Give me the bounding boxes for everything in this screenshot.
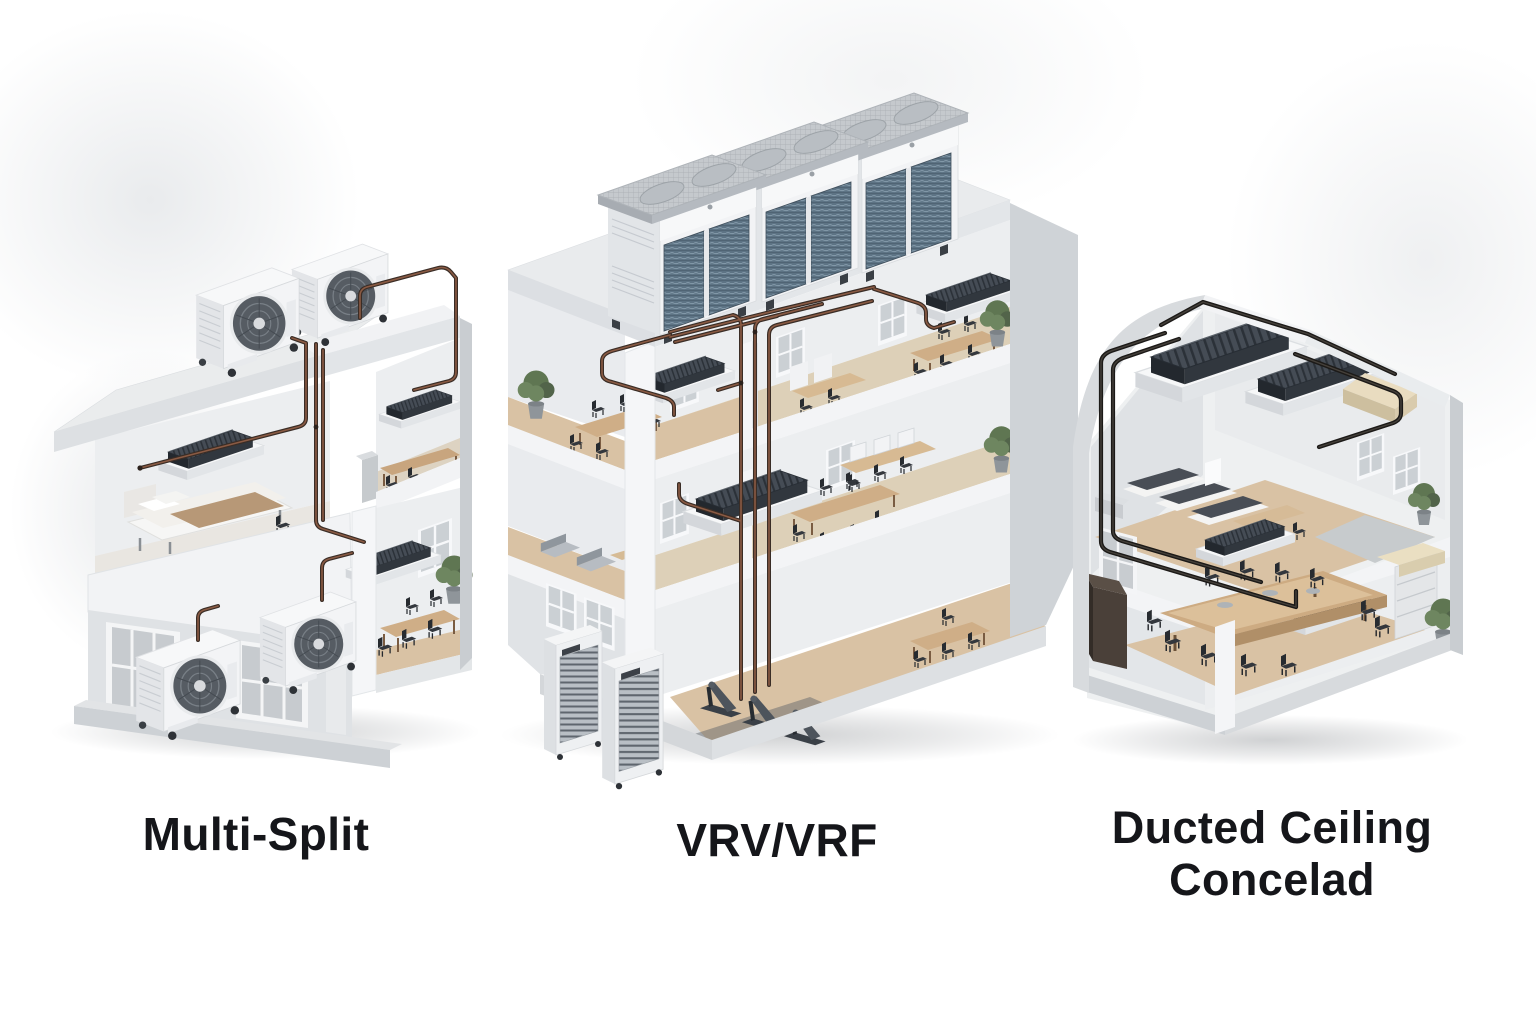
label-ducted-ceiling-concelad: Ducted Ceiling Concelad — [1082, 802, 1462, 906]
table — [1233, 505, 1305, 529]
floor-slab — [376, 458, 460, 512]
corner-pillar — [351, 505, 377, 697]
dining-table — [380, 610, 460, 637]
bed — [126, 482, 294, 554]
floor-cabinet-unit — [543, 624, 603, 761]
top-floor — [508, 220, 1023, 470]
vrf-outdoor-unit — [597, 154, 767, 345]
dining-table — [910, 622, 990, 650]
left-wall — [1073, 295, 1205, 693]
lower-floor — [1085, 492, 1463, 710]
desk — [380, 448, 460, 475]
multi-split-illustration — [50, 243, 480, 768]
right-wall — [1450, 395, 1463, 655]
base-slab — [1225, 632, 1455, 735]
floor-slab — [508, 425, 625, 489]
ducted-ceiling-illustration — [1072, 295, 1468, 765]
roof — [53, 305, 472, 670]
meeting-table — [790, 485, 900, 522]
label-ducted-line2: Concelad — [1169, 854, 1375, 906]
desk — [792, 373, 866, 398]
base-slab — [712, 626, 1046, 760]
floor-slab — [625, 474, 1010, 619]
dining-room — [345, 485, 474, 693]
refrigerant-piping — [600, 285, 956, 701]
vrv-vrf-illustration — [500, 92, 1078, 790]
ground-shadow — [1072, 715, 1468, 765]
upper-office — [356, 338, 462, 503]
label-vrv-vrf: VRV/VRF — [676, 814, 878, 866]
floor-cabinet-unit — [601, 646, 664, 790]
base-slab — [1087, 675, 1225, 735]
bedroom — [95, 381, 330, 575]
refrigerant-piping — [137, 265, 458, 642]
desk — [840, 441, 936, 473]
cabinet — [1085, 573, 1127, 669]
right-wall — [1010, 203, 1078, 637]
label-ducted-line1: Ducted Ceiling — [1111, 802, 1433, 853]
refrigerant-piping — [1098, 299, 1404, 610]
meeting-table — [910, 331, 1000, 361]
label-multi-split: Multi-Split — [142, 808, 370, 860]
corner-pillar — [1215, 620, 1235, 734]
floor-slab — [625, 344, 1010, 489]
beds — [1123, 468, 1269, 525]
